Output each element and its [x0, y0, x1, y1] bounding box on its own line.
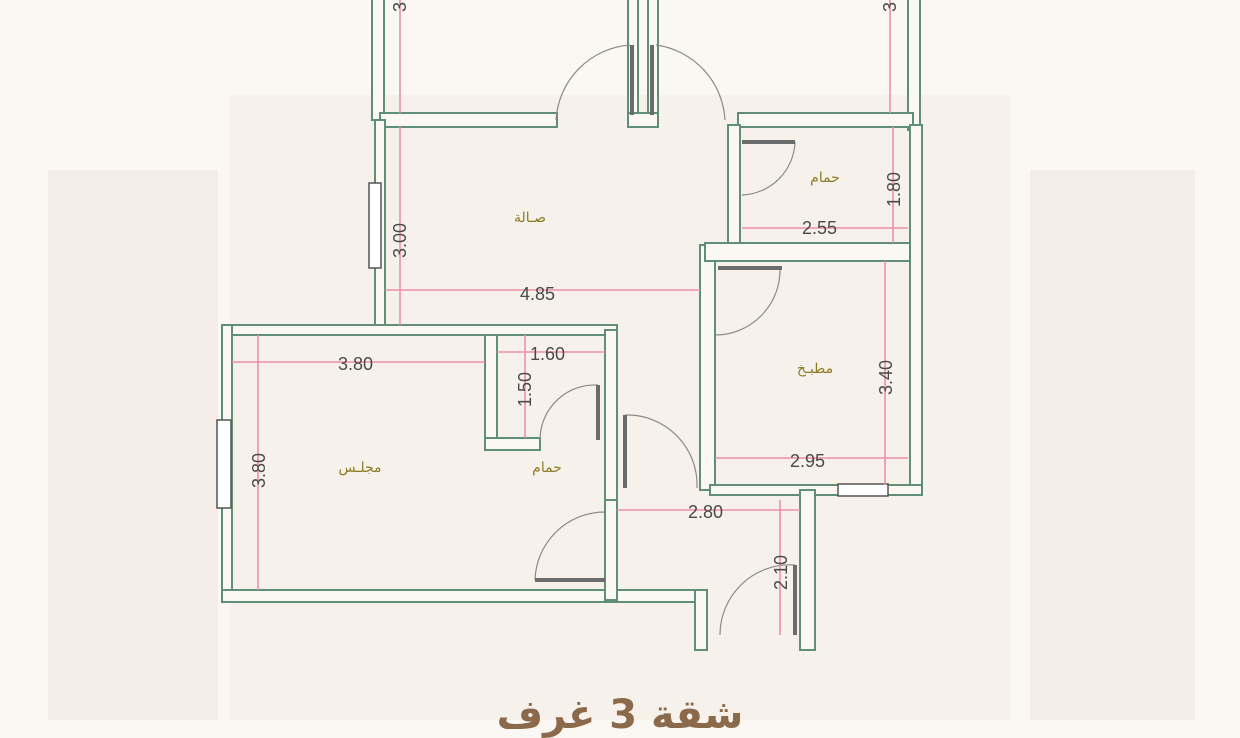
room-label-hall: صـالة [514, 210, 546, 226]
window-majlis [216, 419, 232, 509]
wall-majlis-bottom [221, 589, 708, 603]
room-label-bath-small: حمام [532, 460, 562, 476]
background-building-right [1030, 170, 1195, 720]
dim-bath-top-width: 2.55 [802, 218, 837, 238]
dim-bath-top-height: 1.80 [884, 172, 904, 207]
background-building-center [230, 95, 1010, 720]
window-kitchen [837, 483, 889, 497]
background-building-left [48, 170, 218, 720]
dim-majlis-height: 3.80 [249, 453, 269, 488]
wall-small-bath [484, 334, 498, 441]
wall-center [699, 244, 716, 491]
dim-top-left: 3 [390, 2, 410, 12]
wall-small-bath-bottom [484, 437, 541, 451]
dim-kitchen-height: 3.40 [876, 360, 896, 395]
dim-majlis-width: 3.80 [338, 354, 373, 374]
dim-corridor-width: 2.80 [688, 502, 723, 522]
dim-small-bath-width: 1.60 [530, 344, 565, 364]
dim-entrance-height: 2.10 [771, 555, 791, 590]
dim-hall-width: 4.85 [520, 284, 555, 304]
floor-plan: 3 3 3.00 4.85 2.55 1.80 3.40 2.95 3.80 3… [216, 0, 923, 651]
dimension-lines [232, 0, 908, 635]
wall-corridor [604, 499, 618, 601]
page-title: شقة 3 غرف [496, 692, 744, 738]
room-label-majlis: مجلـس [338, 460, 381, 476]
top-rooms [371, 0, 921, 131]
wall-right [909, 124, 923, 496]
doors [534, 44, 797, 636]
dim-small-bath-height: 1.50 [515, 372, 535, 407]
wall-small-bath-right [604, 329, 618, 511]
dim-hall-height: 3.00 [390, 223, 410, 258]
room-label-kitchen: مطبـخ [797, 361, 833, 377]
wall-bath-top-left [727, 124, 741, 251]
wall-hall-bottom [221, 324, 618, 336]
wall-entrance-right [799, 489, 816, 651]
room-label-bath-top: حمام [810, 170, 840, 186]
dim-kitchen-width: 2.95 [790, 451, 825, 471]
dim-top-right: 3 [880, 2, 900, 12]
wall-entrance-left [694, 589, 708, 651]
wall-bath-top-bottom [704, 242, 916, 262]
window-hall [368, 182, 382, 269]
